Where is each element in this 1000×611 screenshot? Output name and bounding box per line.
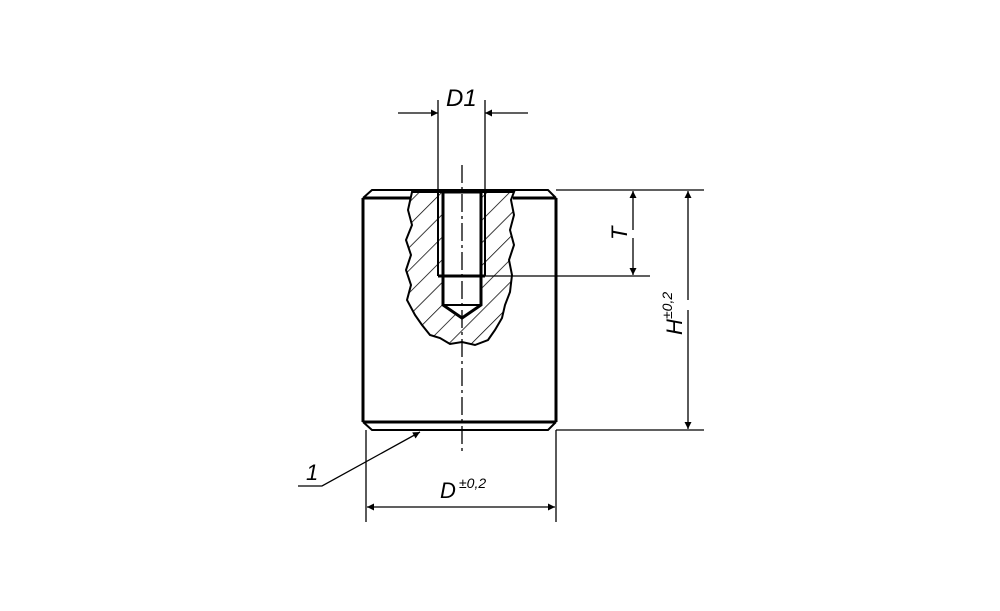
- dimension-t: [485, 189, 704, 277]
- leader-item-1: [298, 431, 421, 487]
- label-h-group: H ±0,2: [659, 292, 687, 335]
- label-d1: D1: [446, 85, 477, 112]
- label-d-tolerance: ±0,2: [459, 475, 486, 491]
- label-d: D: [440, 478, 456, 503]
- dimension-h: [556, 191, 704, 431]
- dimension-d: [365, 430, 557, 522]
- label-h-tolerance: ±0,2: [659, 292, 675, 319]
- section-cutaway: [404, 190, 516, 347]
- dimension-d1: [398, 100, 528, 192]
- label-h: H: [662, 319, 687, 335]
- label-item-1: 1: [306, 460, 318, 485]
- label-t: T: [607, 225, 632, 240]
- magnet-body: [361, 189, 558, 431]
